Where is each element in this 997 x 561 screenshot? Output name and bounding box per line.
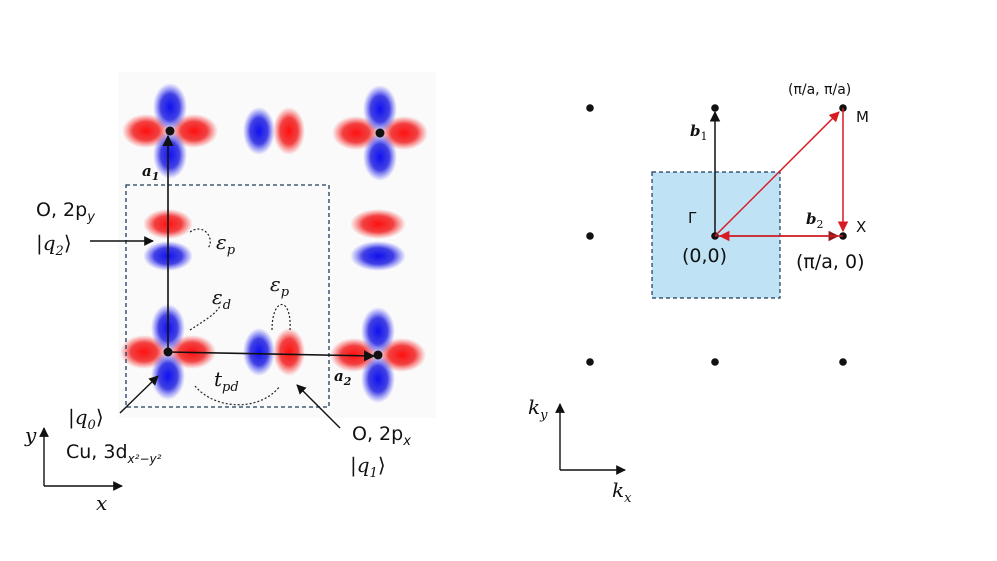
- axis-x-label: x: [96, 491, 107, 515]
- a2-label: a2: [334, 367, 352, 388]
- t-pd-label: tpd: [214, 367, 239, 395]
- m-label: M: [856, 108, 869, 126]
- cu-site-origin: [163, 347, 173, 357]
- recip-point-6: [586, 358, 594, 366]
- a1-label: a1: [142, 162, 159, 183]
- cu-d-label: Cu, 3dx²−y²: [66, 441, 162, 466]
- gamma-label: Γ: [688, 209, 697, 227]
- o-py-orbital-middle-right: [350, 209, 406, 271]
- eps-d-label: εd: [212, 285, 231, 313]
- path-gamma-to-m: [714, 111, 840, 237]
- recip-point-0: [586, 104, 594, 112]
- o-py-label: O, 2py: [36, 199, 95, 225]
- cu-site-bottom-right: [373, 350, 383, 360]
- cu-d-orbital-top-right: [332, 85, 428, 181]
- q1-pointer-arrow: [296, 384, 341, 429]
- axis-ky-label: ky: [528, 395, 548, 423]
- q1-ket: |q1⟩: [350, 453, 386, 481]
- eps-p-loop-1: [189, 228, 211, 249]
- b1-label: b1: [690, 122, 708, 143]
- b2-label: b2: [806, 210, 824, 231]
- gamma-coord: (0,0): [682, 245, 727, 267]
- cu-site-top-left: [165, 126, 175, 136]
- q0-pointer-arrow: [119, 375, 159, 414]
- eps-p-label-1: εp: [216, 230, 236, 258]
- axis-kx-label: kx: [612, 478, 632, 506]
- q0-ket: |q0⟩: [68, 405, 104, 433]
- eps-d-loop: [189, 305, 221, 331]
- cu-d-orbital-bottom-left: [120, 304, 216, 400]
- q2-ket: |q2⟩: [36, 231, 72, 259]
- x-coord: (π/a, 0): [796, 251, 864, 273]
- lattice-vector-a2: [167, 350, 376, 362]
- unit-cell-box: [125, 184, 330, 408]
- eps-p-label-2: εp: [270, 272, 290, 300]
- recip-point-7: [711, 358, 719, 366]
- recip-point-3: [586, 232, 594, 240]
- axis-y-label: y: [24, 423, 37, 447]
- eps-p-loop-2: [271, 303, 291, 331]
- o-px-orbital-bottom-middle: [243, 328, 305, 376]
- orbital-lattice: [118, 72, 436, 418]
- recip-point-1: [711, 104, 719, 112]
- o-px-orbital-top-middle: [243, 107, 305, 155]
- x-label: X: [856, 218, 866, 236]
- cu-d-orbital-top-left: [122, 83, 218, 179]
- cu-site-top-right: [375, 128, 385, 138]
- t-pd-hopping-curve: [194, 385, 281, 406]
- o-px-label: O, 2px: [352, 423, 411, 449]
- recip-point-8: [839, 358, 847, 366]
- m-coord: (π/a, π/a): [788, 82, 851, 98]
